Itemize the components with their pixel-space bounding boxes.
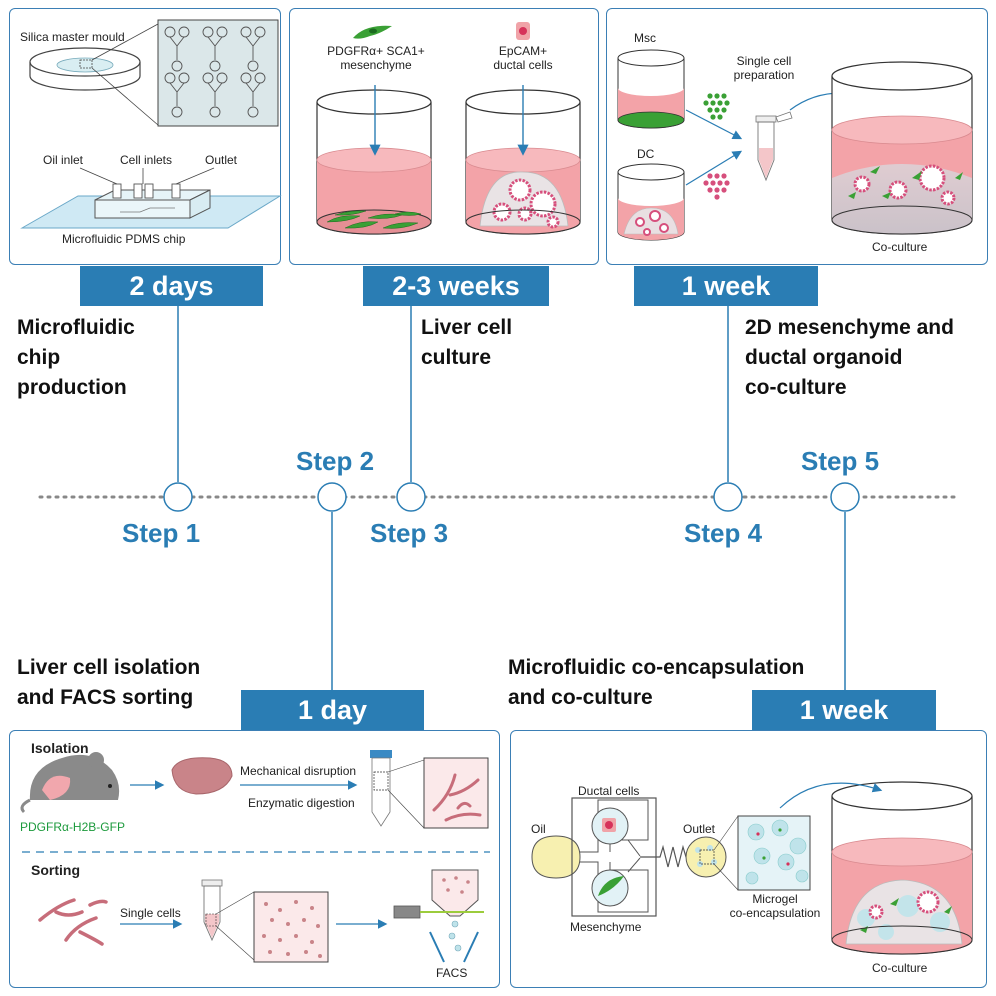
mesenchyme-cell-icon [353,25,392,39]
sorting-tube [201,879,329,963]
title-step3: Liver cell culture [421,316,513,369]
silica-mould-illustration [29,19,279,127]
label-dc: DC [637,147,655,161]
pink-cell-cluster [703,173,730,200]
label-mesenchyme-type: PDGFRα+ SCA1+ mesenchyme [327,44,425,72]
duration-badge-step4: 1 week [634,266,818,306]
step3-node [396,482,426,512]
dc-dish [617,163,685,241]
step-label-1: Step 1 [122,518,201,548]
step4-node [713,482,743,512]
label-pdms-chip: Microfluidic PDMS chip [62,232,186,246]
label-coculture-2d: Co-culture [872,240,928,254]
label-device-outlet: Outlet [683,822,716,836]
step-label-4: Step 4 [684,518,763,548]
title-step1: Microfluidic chip production [17,316,135,399]
label-single-cell-prep: Single cell preparation [733,54,795,82]
label-chip-outlet: Outlet [205,153,238,167]
mesenchyme-monolayer [326,210,422,229]
duration-badge-step3: 2-3 weeks [363,266,549,306]
step-label-3: Step 3 [370,518,449,548]
duration-badge-step1: 2 days [80,266,263,306]
label-msc: Msc [634,31,656,45]
title-step4: 2D mesenchyme and ductal organoid co-cul… [745,316,954,399]
label-cell-inlets: Cell inlets [120,153,173,167]
label-mechanical: Mechanical disruption [240,764,357,778]
ductal-cell-icon [516,22,530,40]
step-label-2: Step 2 [296,446,375,476]
label-oil: Oil [531,822,546,836]
msc-dish [617,49,685,129]
eppendorf-tube [755,111,793,182]
coculture-well-3d [779,781,973,955]
microgel-beads [745,819,809,885]
label-mesenchyme-inlet: Mesenchyme [570,920,642,934]
label-ductal-type: EpCAM+ ductal cells [493,44,553,72]
label-microgel: Microgel co-encapsulation [729,892,821,920]
coculture-well-2d [831,61,973,235]
culture-well-mesenchyme [316,85,432,235]
mouse-illustration [20,752,120,814]
falcon-tube [370,750,489,829]
step5-node [830,482,860,512]
step2-node [317,482,347,512]
facs-machine [393,869,484,963]
label-isolation: Isolation [31,740,89,756]
culture-well-ductal [465,85,581,235]
label-enzymatic: Enzymatic digestion [248,796,355,810]
panel2-arrows [120,780,388,929]
step1-node [163,482,193,512]
title-step5: Microfluidic co-encapsulation and co-cul… [508,656,805,709]
single-cell-dots [262,900,322,958]
label-sorting: Sorting [31,862,80,878]
microfluidic-device [531,797,811,917]
label-single-cells: Single cells [120,906,181,920]
liver-lobe [171,757,233,795]
step-label-5: Step 5 [801,446,880,476]
duration-badge-step2: 1 day [241,690,424,730]
pdms-chip-illustration [20,167,282,229]
green-cell-cluster [703,93,730,120]
label-mouse-strain: PDGFRα-H2B-GFP [20,820,125,834]
label-ductal-cells: Ductal cells [578,784,640,798]
label-coculture-3d: Co-culture [872,961,928,975]
label-oil-inlet: Oil inlet [43,153,84,167]
tissue-fragments [38,898,108,946]
label-silica-mould: Silica master mould [20,30,125,44]
mould-channel-grid [164,26,266,118]
title-step2: Liver cell isolation and FACS sorting [17,656,201,709]
label-facs: FACS [436,966,468,980]
duration-badge-step5: 1 week [752,690,936,730]
timeline-connectors [163,306,860,690]
